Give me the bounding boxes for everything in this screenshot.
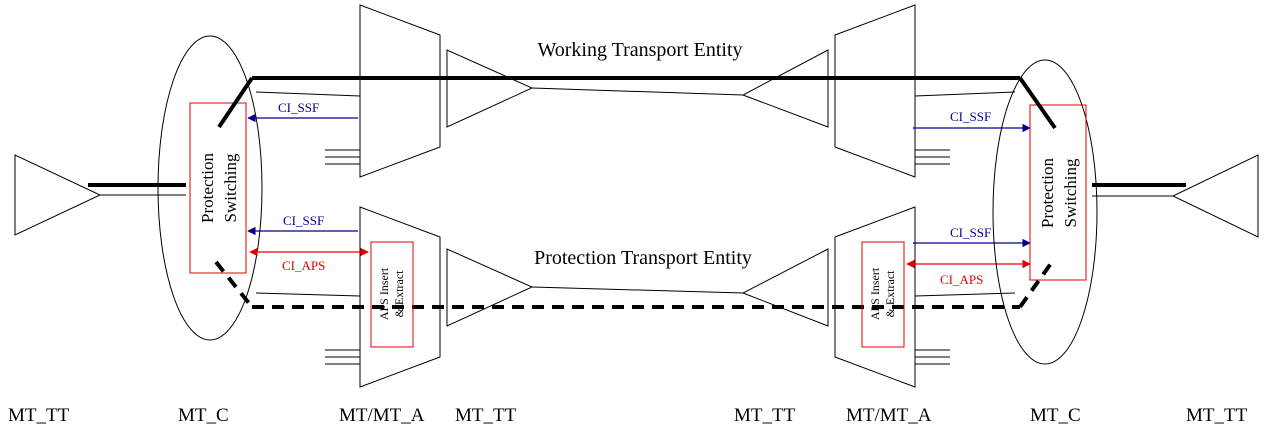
- bottom-label-mt-mt-a-1: MT/MT_A: [339, 405, 425, 426]
- right-upper-mt-mt-a-trapezoid: [834, 4, 916, 178]
- left-protection-switching-box: [189, 102, 247, 274]
- right-aps-box: [861, 241, 905, 348]
- right-lower-ci-ssf-label: CI_SSF: [950, 225, 991, 240]
- right-lower-thin-out: [914, 292, 1016, 297]
- right-lower-mt-mt-a-trapezoid: [834, 206, 916, 388]
- bottom-label-mt-tt-3: MT_TT: [734, 405, 796, 426]
- right-working-switch-line: [1018, 76, 1057, 130]
- left-aps-label-2: & Extract: [392, 270, 406, 318]
- left-upper-thin-in: [255, 91, 361, 97]
- right-protection-mt-tt-triangle: [741, 248, 829, 327]
- protection-thin-link: [531, 286, 744, 294]
- bottom-label-mt-tt-2: MT_TT: [455, 405, 517, 426]
- left-ci-aps-label: CI_APS: [282, 258, 325, 273]
- right-mt-tt-triangle: [1171, 154, 1259, 238]
- left-protection-mt-tt-triangle: [446, 248, 534, 327]
- left-aps-label-1: APS Insert: [377, 267, 391, 320]
- bottom-label-mt-tt-1: MT_TT: [8, 405, 70, 426]
- working-transport-entity-title: Working Transport Entity: [537, 39, 742, 61]
- left-protection-label: Protection: [198, 153, 217, 223]
- left-lower-ci-ssf-label: CI_SSF: [283, 213, 324, 228]
- bottom-label-mt-tt-4: MT_TT: [1186, 405, 1248, 426]
- left-mt-tt-triangle: [14, 154, 102, 236]
- right-upper-ci-ssf-label: CI_SSF: [950, 109, 991, 124]
- right-mt-c-ellipse: [992, 59, 1098, 365]
- left-protection-switch-line: [214, 260, 254, 309]
- left-working-switch-line: [217, 76, 254, 129]
- right-protection-switching-box: [1029, 104, 1087, 281]
- right-protection-label: Protection: [1038, 158, 1057, 228]
- bottom-label-mt-c-1: MT_C: [178, 405, 229, 426]
- left-upper-ci-ssf-label: CI_SSF: [278, 100, 319, 115]
- right-working-mt-tt-triangle: [741, 49, 829, 128]
- right-aps-label-1: APS Insert: [868, 267, 882, 320]
- right-protection-switch-line: [1018, 260, 1054, 309]
- left-switching-label: Switching: [221, 153, 240, 222]
- left-lower-thin-in: [255, 292, 361, 297]
- left-lower-mt-mt-a-trapezoid: [359, 206, 441, 388]
- left-mt-c-ellipse: [157, 35, 263, 341]
- right-aps-label-2: & Extract: [883, 270, 897, 318]
- working-thin-link: [531, 87, 744, 96]
- right-switching-label: Switching: [1061, 158, 1080, 227]
- bottom-label-mt-mt-a-2: MT/MT_A: [846, 405, 932, 426]
- protection-transport-entity-title: Protection Transport Entity: [534, 247, 752, 269]
- right-ci-aps-label: CI_APS: [940, 272, 983, 287]
- right-upper-thin-out: [914, 91, 1016, 97]
- left-working-mt-tt-triangle: [446, 49, 534, 128]
- bottom-label-mt-c-2: MT_C: [1030, 405, 1081, 426]
- left-aps-box: [370, 241, 414, 348]
- left-upper-mt-mt-a-trapezoid: [359, 4, 441, 178]
